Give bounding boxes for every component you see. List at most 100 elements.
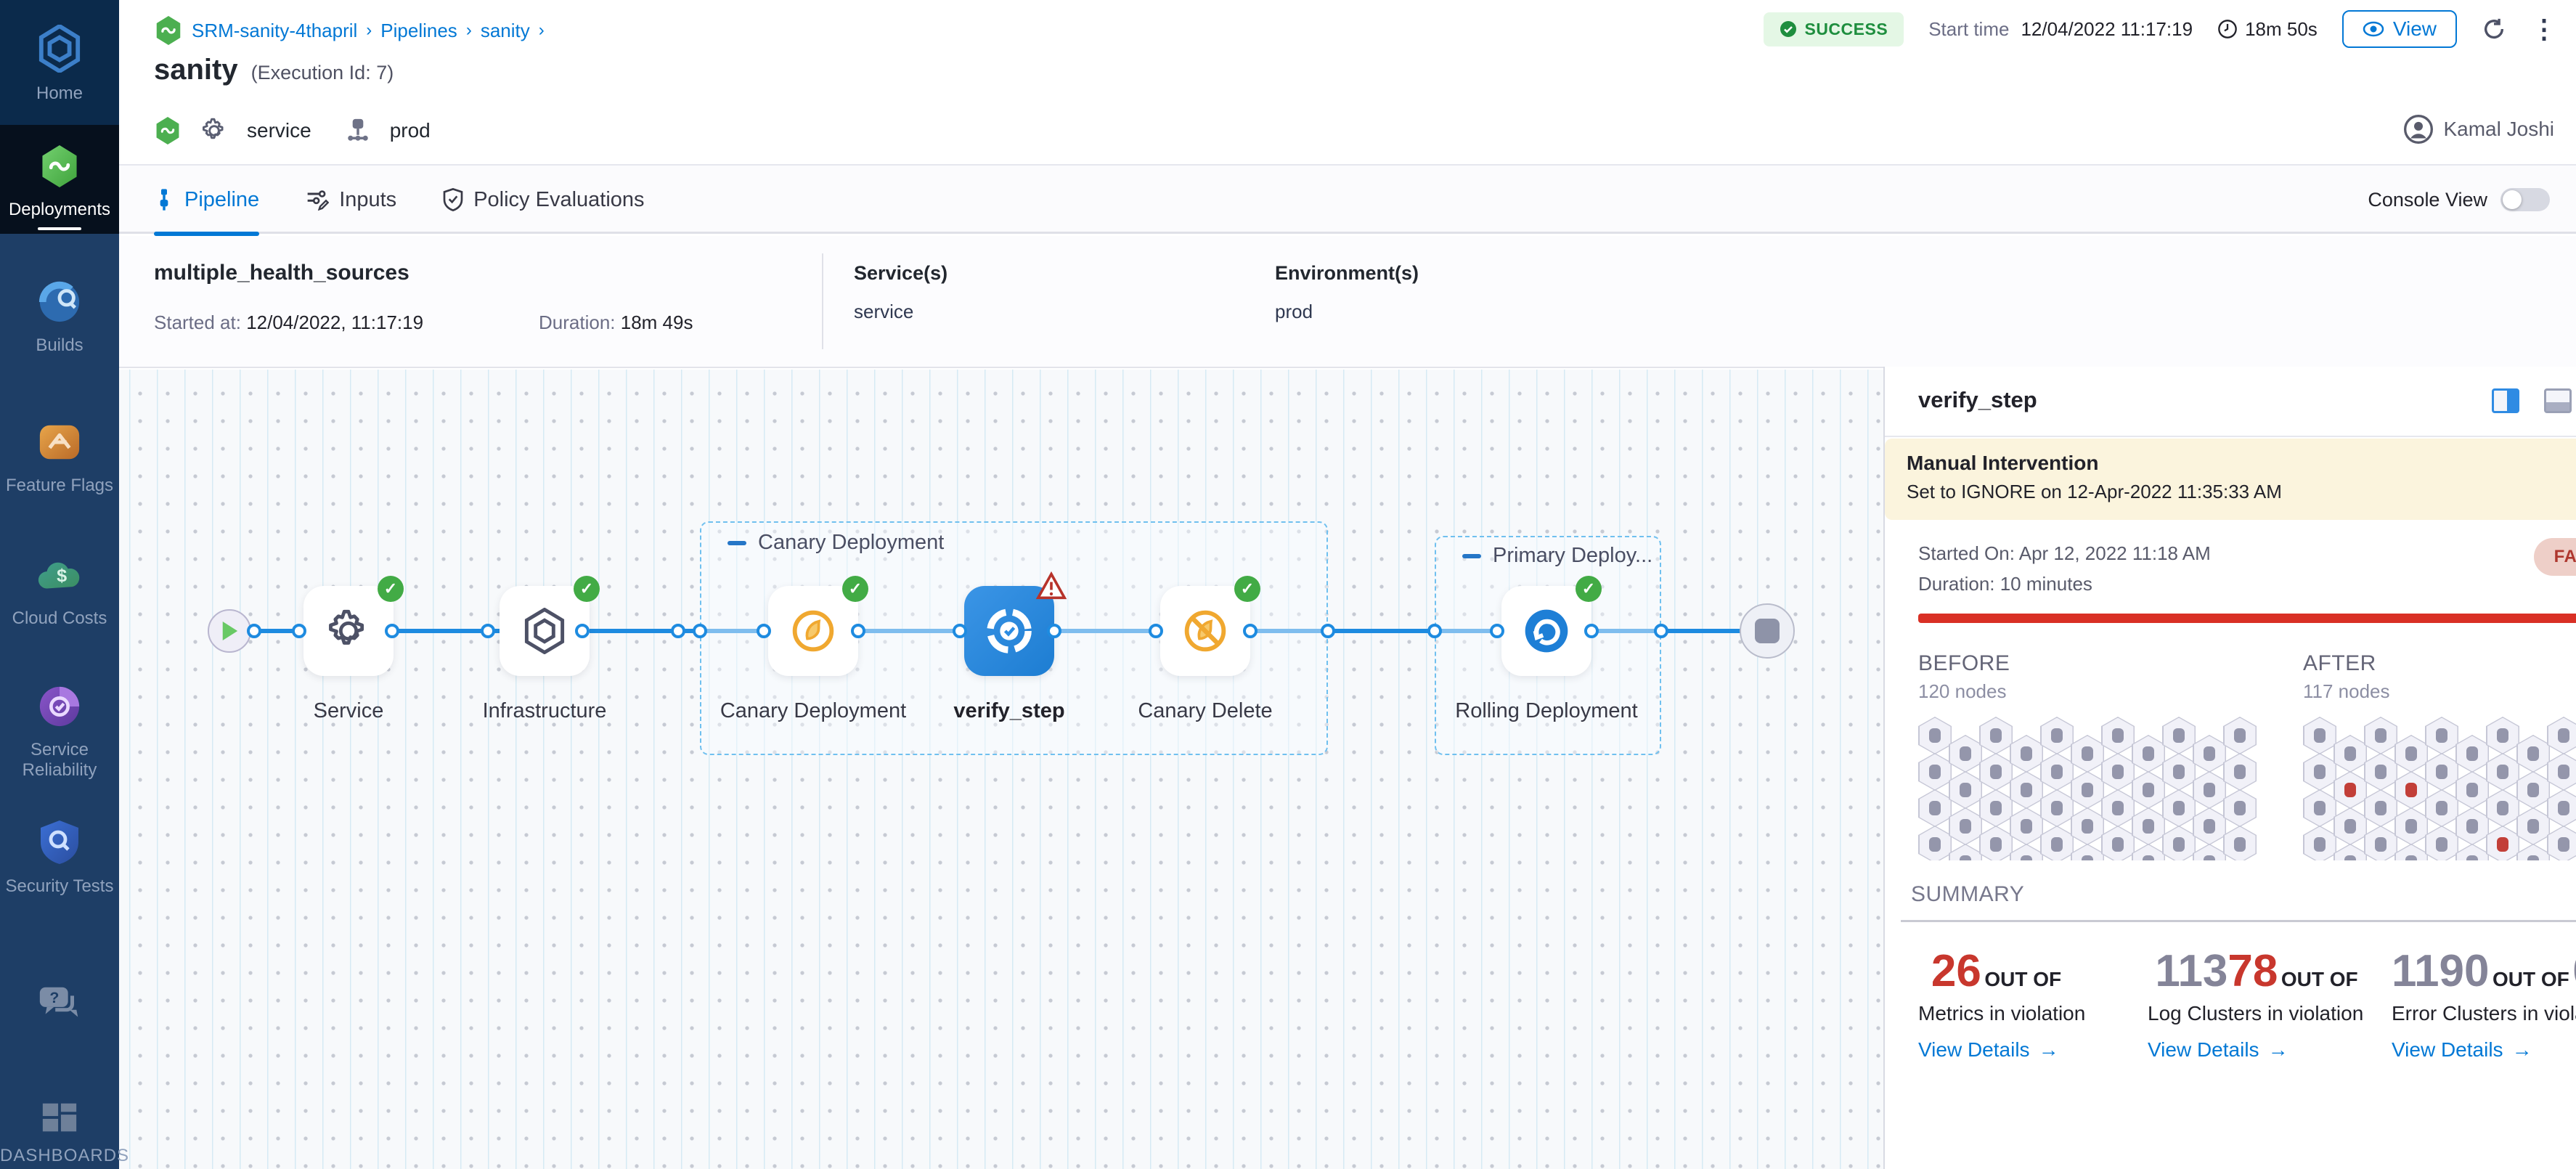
service-value[interactable]: service bbox=[854, 301, 914, 322]
hex-node-cell bbox=[2132, 807, 2165, 845]
hex-node-cell bbox=[2223, 753, 2257, 791]
before-node-grid[interactable] bbox=[1918, 717, 2259, 860]
page-title: sanity bbox=[154, 54, 238, 86]
step-duration: Duration: 10 minutes bbox=[1918, 573, 2092, 595]
duration-display: 18m 50s bbox=[2217, 18, 2318, 41]
hex-node-cell bbox=[2223, 717, 2257, 754]
node-label: Service bbox=[313, 699, 384, 722]
hex-node-cell bbox=[2303, 826, 2336, 860]
environment-value[interactable]: prod bbox=[1275, 301, 1313, 322]
user-zone: Kamal Joshi bbox=[2404, 115, 2554, 144]
after-node-grid[interactable] bbox=[2303, 717, 2576, 860]
hex-node-cell bbox=[2547, 753, 2576, 791]
collapse-group-icon[interactable] bbox=[727, 540, 746, 545]
sidebar-item-security-tests[interactable]: Security Tests bbox=[0, 819, 119, 897]
sidebar-item-help[interactable]: ? bbox=[0, 984, 119, 1028]
sidebar-item-deployments[interactable]: Deployments bbox=[0, 125, 119, 234]
error-clusters-count: 1190 bbox=[2392, 946, 2490, 996]
hex-node-cell bbox=[1949, 771, 1982, 809]
tab-pipeline[interactable]: Pipeline bbox=[154, 166, 260, 236]
tabs-row: Pipeline Inputs Policy Evaluations Conso… bbox=[119, 166, 2576, 236]
node-service[interactable]: ✓ bbox=[303, 576, 404, 676]
hex-node-cell bbox=[2162, 826, 2196, 860]
sidebar-item-service-reliability[interactable]: Service Reliability bbox=[0, 684, 119, 780]
hex-node-cell bbox=[2071, 844, 2104, 860]
edge-connector-dot bbox=[953, 624, 967, 638]
clock-icon bbox=[2218, 20, 2237, 38]
breadcrumb-pipelines[interactable]: Pipelines bbox=[380, 19, 457, 41]
log-clusters-label: Log Clusters in violation bbox=[2148, 1002, 2364, 1025]
after-label: AFTER bbox=[2303, 651, 2376, 675]
hex-node-cell bbox=[2040, 717, 2074, 754]
chevron-right-icon: › bbox=[538, 20, 545, 40]
collapse-group-icon[interactable] bbox=[1462, 553, 1481, 558]
help-chat-icon: ? bbox=[36, 984, 83, 1025]
sidebar-item-builds[interactable]: Builds bbox=[0, 280, 119, 356]
dashboards-icon bbox=[40, 1100, 79, 1135]
metrics-view-details-link[interactable]: View Details→ bbox=[1918, 1038, 2059, 1062]
tags-row: service prod bbox=[154, 110, 431, 151]
hex-node-cell bbox=[1979, 753, 2013, 791]
title-row: sanity (Execution Id: 7) bbox=[154, 54, 394, 86]
summary-divider bbox=[1901, 920, 2576, 922]
sidebar-item-dashboards[interactable]: DASHBOARDS bbox=[0, 1100, 129, 1166]
hex-node-cell bbox=[2101, 753, 2135, 791]
env-tag[interactable]: prod bbox=[389, 119, 431, 142]
view-button[interactable]: View bbox=[2341, 10, 2457, 48]
kebab-menu-icon[interactable]: ⋮ bbox=[2531, 14, 2557, 44]
active-tab-underline bbox=[154, 232, 260, 236]
error-clusters-view-details-link[interactable]: View Details→ bbox=[2392, 1038, 2532, 1062]
log-clusters-view-details-link[interactable]: View Details→ bbox=[2148, 1038, 2288, 1062]
sidebar-item-cloud-costs[interactable]: $ Cloud Costs bbox=[0, 554, 119, 629]
hex-node-cell bbox=[2132, 735, 2165, 773]
hex-node-cell bbox=[2547, 826, 2576, 860]
hex-node-cell bbox=[2425, 717, 2458, 754]
node-label: Canary Delete bbox=[1138, 699, 1273, 722]
hex-node-cell bbox=[2486, 717, 2519, 754]
tab-policy-evaluations[interactable]: Policy Evaluations bbox=[443, 166, 645, 234]
node-verify-step[interactable] bbox=[964, 571, 1067, 676]
hex-node-cell bbox=[2101, 717, 2135, 754]
hex-node-cell bbox=[2364, 717, 2397, 754]
sidebar-item-home[interactable]: Home bbox=[0, 0, 119, 125]
edge-connector-dot bbox=[1584, 624, 1599, 638]
success-badge-icon: ✓ bbox=[378, 576, 404, 602]
arrow-right-icon: → bbox=[2038, 1038, 2059, 1062]
split-right-layout-icon[interactable] bbox=[2492, 388, 2519, 413]
hex-node-cell bbox=[2010, 735, 2043, 773]
breadcrumb-pipeline-name[interactable]: sanity bbox=[480, 19, 530, 41]
tab-inputs[interactable]: Inputs bbox=[306, 166, 396, 234]
start-time-value: 12/04/2022 11:17:19 bbox=[2021, 17, 2193, 40]
hex-node-cell bbox=[2486, 753, 2519, 791]
sidebar-item-feature-flags[interactable]: Feature Flags bbox=[0, 420, 119, 496]
node-canary-deployment[interactable]: ✓ bbox=[768, 576, 868, 676]
breadcrumb-project[interactable]: SRM-sanity-4thapril bbox=[192, 19, 358, 41]
pipeline-start-node[interactable] bbox=[208, 609, 251, 653]
hex-node-cell bbox=[2071, 771, 2104, 809]
node-rolling-deployment[interactable]: ✓ bbox=[1501, 576, 1602, 676]
sidebar-item-label: Cloud Costs bbox=[12, 608, 107, 628]
stage-started: Started at: 12/04/2022, 11:17:19 bbox=[154, 311, 424, 333]
node-canary-delete[interactable]: ✓ bbox=[1160, 576, 1260, 676]
hex-node-cell bbox=[2455, 771, 2489, 809]
cloud-costs-icon: $ bbox=[36, 554, 83, 598]
pipeline-end-node[interactable] bbox=[1740, 603, 1795, 659]
console-view-toggle[interactable] bbox=[2500, 188, 2550, 211]
split-bottom-layout-icon[interactable] bbox=[2544, 388, 2572, 413]
edge-connector-dot bbox=[1243, 624, 1258, 638]
hex-node-cell bbox=[2223, 789, 2257, 827]
node-infrastructure[interactable]: ✓ bbox=[500, 576, 600, 676]
edge-connector-dot bbox=[481, 624, 495, 638]
services-header: Service(s) bbox=[854, 262, 948, 284]
stage-name[interactable]: multiple_health_sources bbox=[154, 261, 409, 285]
refresh-icon[interactable] bbox=[2482, 17, 2506, 41]
service-tag[interactable]: service bbox=[247, 119, 311, 142]
hex-node-cell bbox=[2193, 844, 2226, 860]
verification-progress-bar bbox=[1918, 614, 2576, 623]
sidebar-item-label: Feature Flags bbox=[5, 476, 114, 495]
top-bar: SRM-sanity-4thapril › Pipelines › sanity… bbox=[119, 0, 2576, 52]
breadcrumb: SRM-sanity-4thapril › Pipelines › sanity… bbox=[154, 15, 545, 46]
log-clusters-total: 113 bbox=[2155, 946, 2228, 996]
user-name[interactable]: Kamal Joshi bbox=[2443, 118, 2554, 140]
node-label: verify_step bbox=[953, 699, 1065, 722]
